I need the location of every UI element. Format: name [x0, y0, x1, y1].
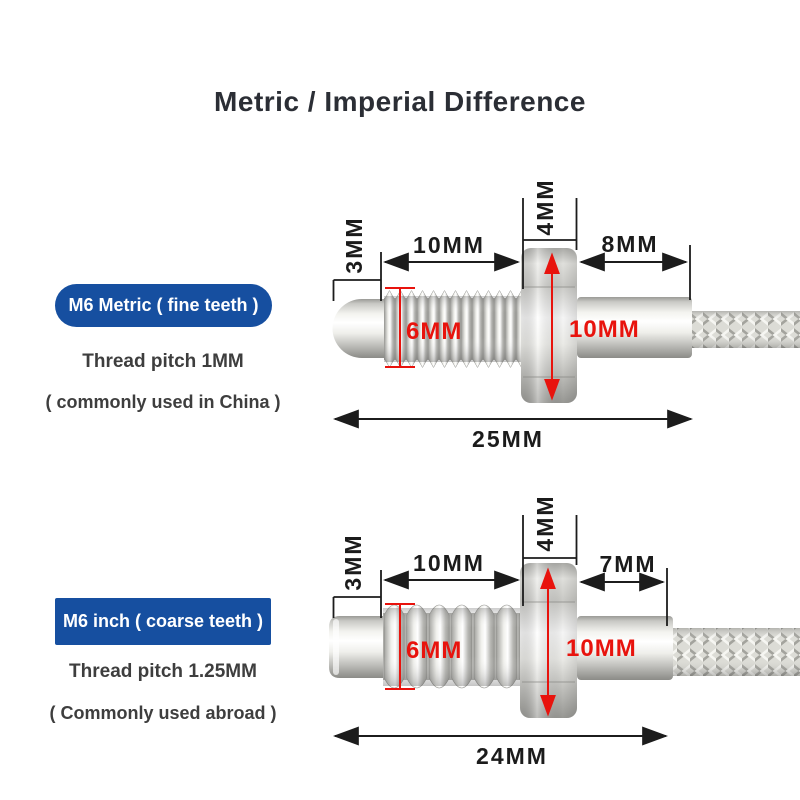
- imperial-thread-diameter-label: 6MM: [406, 637, 462, 664]
- imperial-black-dimensions: [332, 515, 669, 746]
- imperial-red-dimensions: [385, 567, 556, 717]
- metric-thread-length-label: 10MM: [413, 232, 485, 258]
- rear-shaft: [577, 297, 692, 358]
- probe-tip: [329, 616, 389, 678]
- probe-tip: [332, 299, 389, 358]
- metric-nut-diameter-label: 10MM: [569, 316, 640, 343]
- metric-nut-length-label: 4MM: [532, 178, 558, 235]
- imperial-rear-length-label: 7MM: [599, 551, 656, 577]
- metric-probe-diagram: 6MM 10MM 3MM 10MM 4MM 8MM 25MM: [332, 178, 800, 452]
- imperial-badge: M6 inch ( coarse teeth ): [55, 598, 271, 645]
- imperial-tip-length-label: 3MM: [340, 533, 366, 590]
- imperial-usage-text: ( Commonly used abroad ): [49, 703, 277, 723]
- metric-pitch-text: Thread pitch 1MM: [82, 351, 244, 372]
- rear-shaft: [577, 616, 673, 680]
- metric-badge: M6 Metric ( fine teeth ): [55, 284, 272, 327]
- imperial-probe-diagram: 6MM 10MM 3MM 10MM 4MM 7MM 24MM: [329, 494, 800, 769]
- metric-thread-diameter-label: 6MM: [406, 318, 462, 345]
- metric-black-dimensions: [332, 198, 694, 429]
- imperial-nut-diameter-label: 10MM: [566, 635, 637, 662]
- imperial-nut-length-label: 4MM: [532, 494, 558, 551]
- metric-probe-art: [332, 248, 800, 403]
- metric-total-length-label: 25MM: [472, 426, 544, 452]
- imperial-pitch-text: Thread pitch 1.25MM: [69, 661, 257, 682]
- metric-rear-length-label: 8MM: [601, 231, 658, 257]
- page-title: Metric / Imperial Difference: [214, 86, 586, 117]
- metric-usage-text: ( commonly used in China ): [45, 392, 281, 412]
- imperial-total-length-label: 24MM: [476, 743, 548, 769]
- imperial-thread-length-label: 10MM: [413, 550, 485, 576]
- metric-red-dimensions: [385, 252, 560, 401]
- metric-tip-length-label: 3MM: [341, 216, 367, 273]
